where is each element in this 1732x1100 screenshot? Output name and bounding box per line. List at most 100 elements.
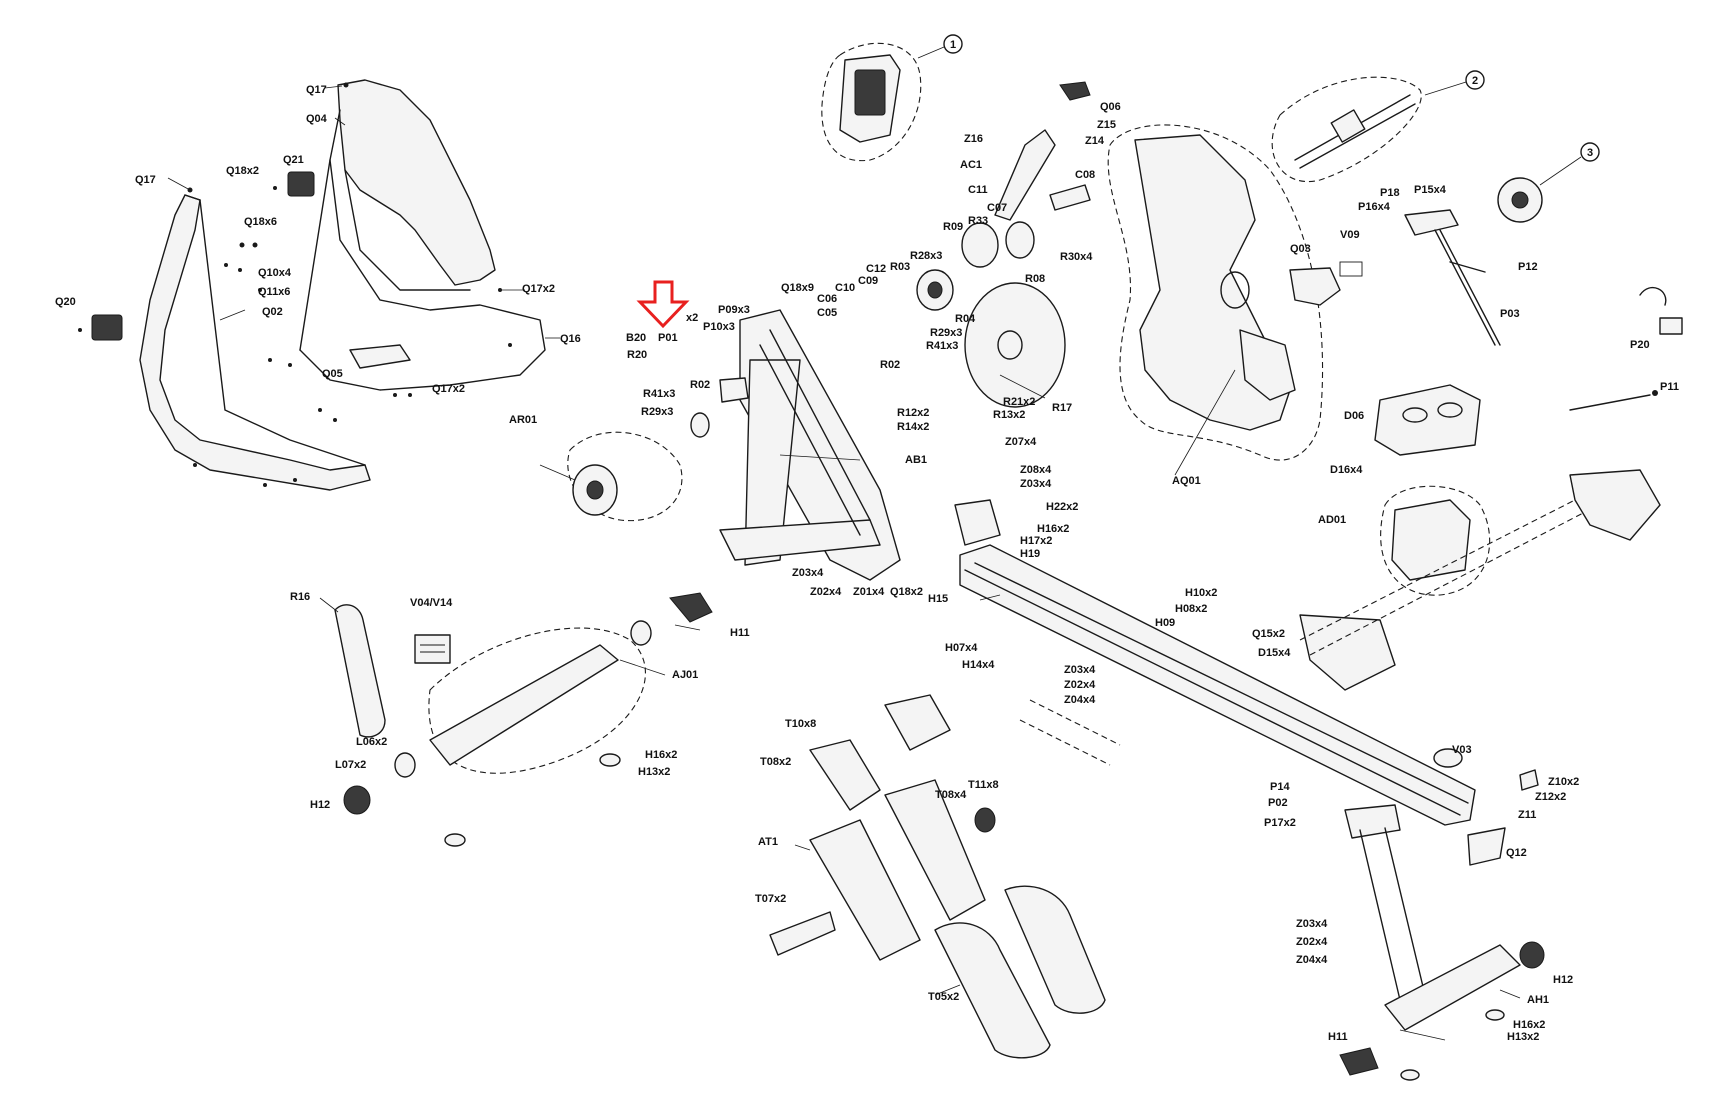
part-callout-3 xyxy=(1497,142,1600,223)
part-label: H13x2 xyxy=(1507,1031,1539,1043)
part-label: P09x3 xyxy=(718,304,750,316)
part-label: Z03x4 xyxy=(1020,478,1052,490)
part-label: H10x2 xyxy=(1185,587,1217,599)
part-label: Z01x4 xyxy=(853,586,885,598)
part-label: Z03x4 xyxy=(1296,918,1328,930)
seat-assembly-aq01 xyxy=(1107,124,1363,461)
part-label: C07 xyxy=(987,202,1007,214)
part-label: V03 xyxy=(1452,744,1472,756)
part-label: H17x2 xyxy=(1020,535,1052,547)
part-label: R29x3 xyxy=(930,327,962,339)
part-label: Q17 xyxy=(306,84,327,96)
part-label: P17x2 xyxy=(1264,817,1296,829)
part-label: R14x2 xyxy=(897,421,929,433)
part-label: H12 xyxy=(310,799,330,811)
part-label: H16x2 xyxy=(645,749,677,761)
part-label: Q18x2 xyxy=(226,165,259,177)
part-label: R08 xyxy=(1025,273,1045,285)
part-label: Q21 xyxy=(283,154,304,166)
part-label: Q17x2 xyxy=(522,283,555,295)
part-label: D16x4 xyxy=(1330,464,1363,476)
part-label: H16x2 xyxy=(1513,1019,1545,1031)
part-label: P20 xyxy=(1630,339,1650,351)
part-label: Q03 xyxy=(1290,243,1311,255)
part-label: T11x8 xyxy=(968,779,999,791)
p-series-parts xyxy=(1404,209,1683,411)
console-callout-1 xyxy=(821,34,963,162)
part-label: P15x4 xyxy=(1414,184,1447,196)
part-label: Z02x4 xyxy=(1296,936,1328,948)
part-label: R20 xyxy=(627,349,647,361)
part-label: R03 xyxy=(890,261,910,273)
part-label: D15x4 xyxy=(1258,647,1291,659)
part-label: H19 xyxy=(1020,548,1040,560)
part-label: R02 xyxy=(690,379,710,391)
callout-number-3: 3 xyxy=(1587,147,1593,159)
part-label: R16 xyxy=(290,591,310,603)
front-stabilizer-aj01 xyxy=(334,592,713,847)
part-label: AB1 xyxy=(905,454,927,466)
part-label: AH1 xyxy=(1527,994,1549,1006)
part-label: Q06 xyxy=(1100,101,1121,113)
part-label: R17 xyxy=(1052,402,1072,414)
part-label: Q18x2 xyxy=(890,586,923,598)
part-label: L06x2 xyxy=(356,736,387,748)
part-label: Z14 xyxy=(1085,135,1105,147)
part-label: Z03x4 xyxy=(792,567,824,579)
handlebar-callout-2 xyxy=(1271,70,1485,183)
part-label: H14x4 xyxy=(962,659,995,671)
part-label: Q10x4 xyxy=(258,267,292,279)
part-label: H12 xyxy=(1553,974,1573,986)
part-label: AC1 xyxy=(960,159,982,171)
part-label: Z15 xyxy=(1097,119,1116,131)
part-label: Q15x2 xyxy=(1252,628,1285,640)
part-label: T10x8 xyxy=(785,718,816,730)
part-label: AJ01 xyxy=(672,669,698,681)
part-label: C05 xyxy=(817,307,837,319)
part-label: R41x3 xyxy=(643,388,675,400)
part-label: Z03x4 xyxy=(1064,664,1096,676)
part-label: Z12x2 xyxy=(1535,791,1566,803)
part-label: Q20 xyxy=(55,296,76,308)
part-label: H08x2 xyxy=(1175,603,1207,615)
leader-lines xyxy=(167,85,1521,1041)
part-label: R21x2 xyxy=(1003,396,1035,408)
part-label: AT1 xyxy=(758,836,778,848)
part-label: R29x3 xyxy=(641,406,673,418)
part-label: H22x2 xyxy=(1046,501,1078,513)
part-label: C11 xyxy=(968,184,988,196)
flywheel-drive xyxy=(567,81,1091,522)
part-label: R30x4 xyxy=(1060,251,1093,263)
part-label: C08 xyxy=(1075,169,1095,181)
part-label: P01 xyxy=(658,332,678,344)
part-label: T08x2 xyxy=(760,756,791,768)
part-labels: Q17 Q04 Q17 Q18x2 Q21 Q18x6 Q10x4 Q11x6 … xyxy=(55,84,1679,1043)
footplate-assembly-at1 xyxy=(769,694,1121,1059)
part-label: AQ01 xyxy=(1172,475,1201,487)
callout-numbers: 1 2 3 xyxy=(950,39,1593,159)
rear-stabilizer-ah1 xyxy=(1339,748,1545,1081)
part-label: B20 xyxy=(626,332,646,344)
part-label: x2 xyxy=(686,312,698,324)
part-label: Z02x4 xyxy=(1064,679,1096,691)
part-label: H11 xyxy=(730,627,750,639)
part-label: R04 xyxy=(955,313,976,325)
part-label: Z11 xyxy=(1518,809,1536,821)
part-label: H09 xyxy=(1155,617,1175,629)
part-label: Q02 xyxy=(262,306,283,318)
callout-number-2: 2 xyxy=(1472,75,1478,87)
part-label: T05x2 xyxy=(928,991,959,1003)
part-label: Z02x4 xyxy=(810,586,842,598)
callout-number-1: 1 xyxy=(950,39,956,51)
part-label: V04/V14 xyxy=(410,597,453,609)
part-label: Q04 xyxy=(306,113,328,125)
part-label: H07x4 xyxy=(945,642,978,654)
part-label: Q18x6 xyxy=(244,216,277,228)
part-label: Q12 xyxy=(1506,847,1527,859)
part-label: Z16 xyxy=(964,133,983,145)
part-label: P10x3 xyxy=(703,321,735,333)
seat-carriage-ad01 xyxy=(1299,384,1661,691)
part-label: C09 xyxy=(858,275,878,287)
part-label: Q17x2 xyxy=(432,383,465,395)
